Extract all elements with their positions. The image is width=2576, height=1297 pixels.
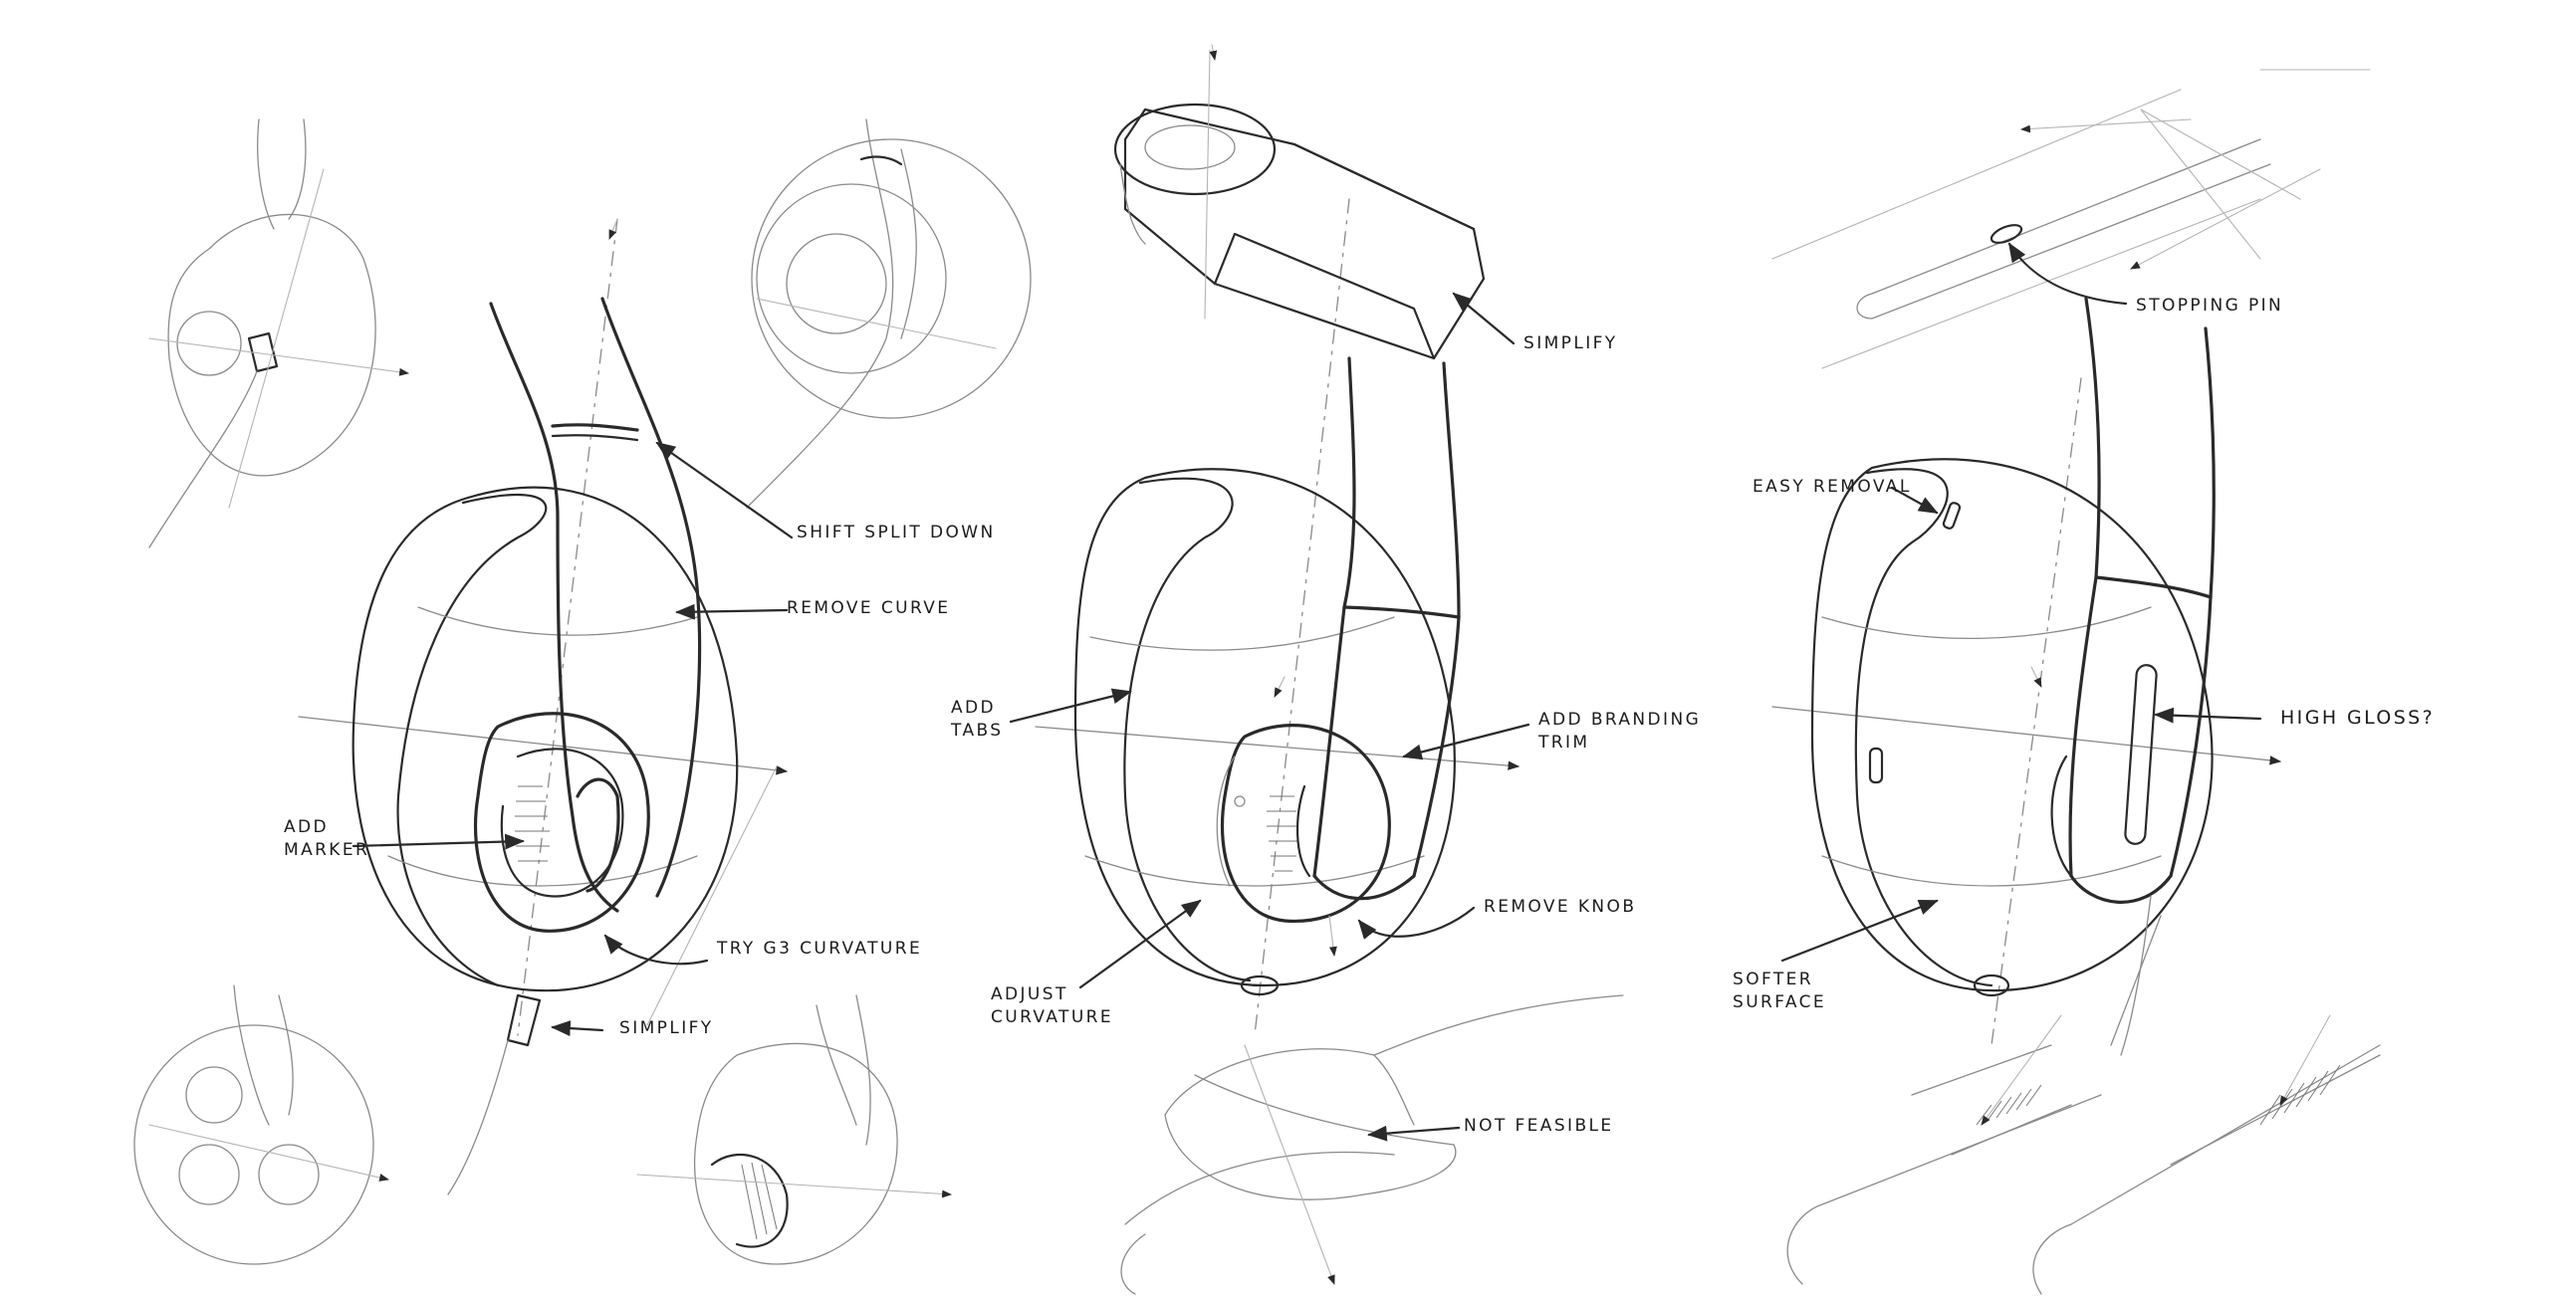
annotation-not-feasible: NOT FEASIBLE [1464,1116,1614,1136]
annotation-high-gloss: HIGH GLOSS? [2280,707,2436,729]
left-thumb-bottom-right [636,994,952,1265]
annotation-add-marker-line2: MARKER [284,840,370,860]
annotation-add-marker: ADD MARKER [284,816,369,862]
leader-adjust-curvature [1078,899,1202,989]
annotation-add-tabs: ADD TABS [951,697,1003,743]
annotation-adjust-curvature-line2: CURVATURE [991,1007,1114,1027]
annotation-add-tabs-line1: ADD [951,698,997,718]
annotation-softer-surface-line2: SURFACE [1733,992,1827,1012]
leader-add-marker [351,833,525,850]
middle-thumb-bottom [1120,994,1624,1295]
annotation-stopping-pin: STOPPING PIN [2136,296,2284,316]
leader-high-gloss [2154,707,2262,724]
annotation-easy-removal: EASY REMOVAL [1753,477,1912,497]
leader-add-tabs [1009,688,1132,724]
annotation-add-branding-trim-line1: ADD BRANDING [1538,710,1702,730]
right-concept-main-earcup [1771,297,2282,1056]
leader-try-g3-curvature [603,934,709,966]
left-thumb-top-left [148,118,409,548]
annotation-simplify-left: SIMPLIFY [619,1018,714,1038]
annotation-softer-surface: SOFTER SURFACE [1733,969,1826,1014]
leader-not-feasible [1367,1125,1461,1142]
annotation-remove-knob: REMOVE KNOB [1484,897,1637,917]
annotation-try-g3-curvature: TRY G3 CURVATURE [717,939,923,959]
leader-simplify-middle [1452,292,1516,345]
leader-stopping-pin [2007,242,2128,306]
leader-remove-knob [1357,906,1476,940]
annotation-add-branding-trim: ADD BRANDING TRIM [1538,709,1701,755]
annotation-softer-surface-line1: SOFTER [1733,970,1813,989]
leader-remove-curve [675,603,789,620]
middle-concept-main-earcup [1035,44,1521,1036]
annotation-adjust-curvature: ADJUST CURVATURE [991,983,1113,1029]
right-thumb-top-slider [1771,69,2371,369]
annotation-add-branding-trim-line2: TRIM [1538,733,1590,753]
annotation-simplify-middle: SIMPLIFY [1523,333,1618,353]
leader-simplify-left [551,1020,604,1036]
leader-easy-removal [1890,486,1939,515]
annotation-shift-split-down: SHIFT SPLIT DOWN [797,523,996,542]
leader-softer-surface [1780,899,1939,963]
leader-shift-split-down [655,441,794,540]
leader-add-branding-trim [1402,723,1530,760]
annotation-add-tabs-line2: TABS [951,721,1004,741]
annotation-remove-curve: REMOVE CURVE [787,598,951,618]
annotation-adjust-curvature-line1: ADJUST [991,984,1068,1004]
right-thumb-bottom-grips [1786,1014,2381,1295]
left-thumb-bottom-left [133,984,389,1265]
annotation-add-marker-line1: ADD [284,817,330,837]
left-thumb-top-right [746,118,1032,509]
